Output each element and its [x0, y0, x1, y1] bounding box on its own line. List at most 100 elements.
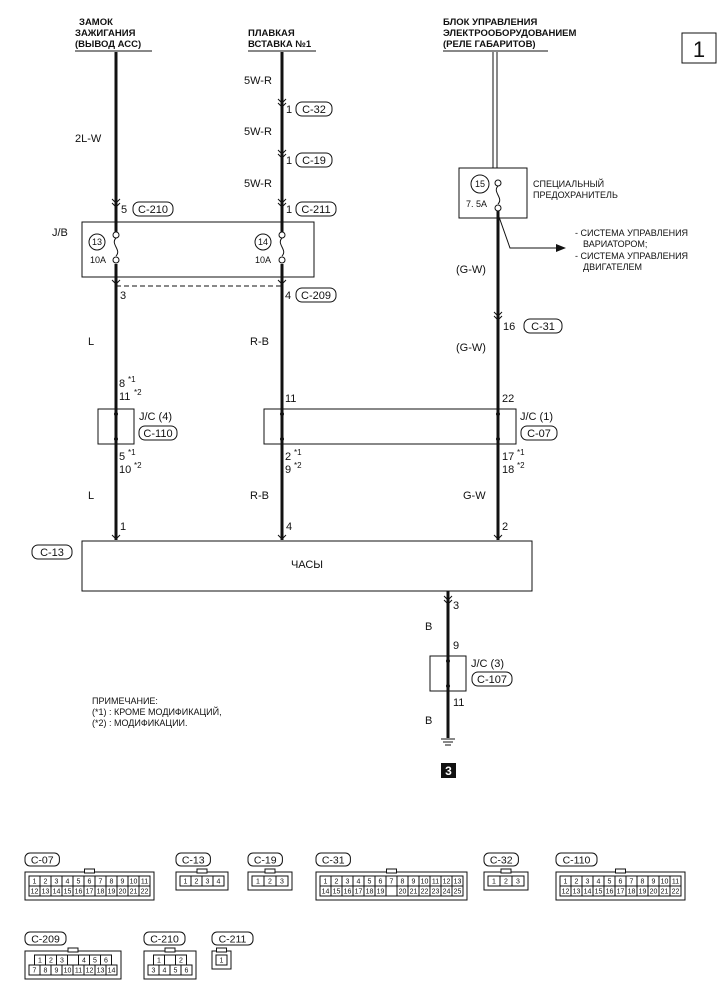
fusible-header-line1: ПЛАВКАЯ — [248, 28, 295, 39]
connector-pin-number: 8 — [44, 968, 48, 975]
connector-view-latch — [386, 868, 397, 874]
connector-pin-number: 15 — [64, 889, 72, 896]
connector-pin-number: 21 — [661, 889, 669, 896]
connector-pin-cell — [511, 875, 525, 887]
connector-pin-number: 6 — [88, 879, 92, 886]
ground-symbol-icon — [441, 738, 455, 746]
connector-pin-number: 3 — [586, 879, 590, 886]
note-line-1: (*1) : КРОМЕ МОДИФИКАЦИЙ, — [92, 706, 222, 717]
connector-view-tag — [247, 852, 283, 867]
connector-pin-number: 14 — [53, 889, 61, 896]
connector-view-name: C-209 — [31, 934, 60, 946]
connector-pin-number: 1 — [220, 958, 224, 965]
connector-view-latch — [615, 868, 626, 874]
connector-view-tag — [483, 852, 519, 867]
connector-pin-cell — [215, 954, 228, 966]
connector-pin-number: 21 — [130, 889, 138, 896]
connector-pin-number: 2 — [335, 879, 339, 886]
special-fuse-badge — [470, 174, 490, 194]
pin-jc4-11-star: *2 — [134, 388, 142, 397]
fuse-14-badge — [254, 233, 272, 251]
connector-pin-number: 9 — [55, 968, 59, 975]
connector-pin-number: 20 — [399, 889, 407, 896]
connector-pin-number: 2 — [195, 879, 199, 886]
connector-pin-number: 15 — [333, 889, 341, 896]
pin-jc4-5-star: *1 — [128, 448, 136, 457]
note-line-2: (*2) : МОДИФИКАЦИИ. — [92, 718, 188, 728]
connector-tag-c210 — [132, 201, 174, 217]
connector-pin-number: 1 — [564, 879, 568, 886]
ignition-header-line3: (ВЫВОД АСС) — [75, 39, 141, 50]
connector-view-tag — [211, 931, 254, 946]
pin-c19-1: 1 — [286, 155, 292, 167]
connector-pin-number: 6 — [185, 968, 189, 975]
fuse-14-amp: 10A — [255, 255, 271, 265]
connector-pin-number: 5 — [174, 968, 178, 975]
wire-label-rb-1: R-B — [250, 336, 269, 348]
wire-label-5wr-2: 5W-R — [244, 126, 272, 138]
fuse-13-amp: 10A — [90, 255, 106, 265]
jc4-node-bottom — [114, 437, 118, 441]
chevron-clock-4 — [277, 534, 287, 540]
special-fuse-number: 15 — [475, 179, 485, 189]
connector-tag-c211 — [295, 201, 337, 217]
pin-jc1-17-star: *1 — [517, 448, 525, 457]
clock-box — [81, 540, 533, 592]
pin-clock-2: 2 — [502, 521, 508, 533]
connector-pin-number: 3 — [55, 879, 59, 886]
connector-pin-number: 2 — [575, 879, 579, 886]
jc1-box — [263, 408, 517, 445]
connector-pin-number: 5 — [368, 879, 372, 886]
connector-pin-number: 12 — [443, 879, 451, 886]
pin-jc1-11: 11 — [285, 393, 296, 405]
connector-pin-number: 4 — [66, 879, 70, 886]
connector-tag-c13 — [31, 544, 73, 560]
pin-jc1-9-star: *2 — [294, 461, 302, 470]
connector-pin-number: 9 — [412, 879, 416, 886]
connector-pin-number: 12 — [562, 889, 570, 896]
pin-jc4-8-star: *1 — [128, 375, 136, 384]
connector-pin-number: 8 — [110, 879, 114, 886]
connector-pin-cell — [138, 885, 151, 897]
pin-c211-1: 1 — [286, 204, 292, 216]
pin-clock-1: 1 — [120, 521, 126, 533]
chevron-clock-2 — [493, 534, 503, 540]
wire-label-l-2: L — [88, 490, 94, 502]
branch-arrow-icon — [556, 244, 566, 252]
connector-pin-number: 22 — [672, 889, 680, 896]
connector-pin-number: 10 — [421, 879, 429, 886]
control-unit-header: БЛОК УПРАВЛЕНИЯ ЭЛЕКТРООБОРУДОВАНИЕМ (РЕ… — [443, 17, 577, 52]
pin-jc1-17: 17 — [502, 451, 514, 463]
connector-pin-number: 8 — [641, 879, 645, 886]
connector-pin-number: 17 — [86, 889, 94, 896]
connector-pin-cell — [164, 954, 176, 966]
note-title: ПРИМЕЧАНИЕ: — [92, 696, 158, 706]
pin-middle-4: 4 — [285, 290, 291, 302]
chevron-clock-1 — [111, 534, 121, 540]
jc1-node-mid-bottom — [280, 437, 284, 441]
connector-pin-number: 22 — [421, 889, 429, 896]
connector-pin-number: 6 — [619, 879, 623, 886]
connector-pin-number: 16 — [75, 889, 83, 896]
connector-pin-number: 5 — [77, 879, 81, 886]
connector-pin-number: 18 — [97, 889, 105, 896]
connector-pin-number: 14 — [108, 968, 116, 975]
system-line-1: - СИСТЕМА УПРАВЛЕНИЯ — [575, 228, 688, 238]
connector-view-name: C-211 — [219, 934, 247, 946]
wire-label-gw: G-W — [463, 490, 486, 502]
connector-pin-number: 19 — [639, 889, 647, 896]
connector-pin-number: 4 — [163, 968, 167, 975]
fusible-header: ПЛАВКАЯ ВСТАВКА №1 — [248, 28, 316, 52]
connector-view-latch — [84, 868, 95, 874]
connector-pin-number: 3 — [346, 879, 350, 886]
pin-c32-1: 1 — [286, 104, 292, 116]
fuse-14-number: 14 — [258, 237, 268, 247]
connector-view-tag — [315, 852, 351, 867]
connector-pin-number: 7 — [33, 968, 37, 975]
pin-jc4-11: 11 — [119, 391, 130, 403]
connector-pin-number: 1 — [157, 958, 161, 965]
connector-view-latch — [264, 868, 276, 874]
